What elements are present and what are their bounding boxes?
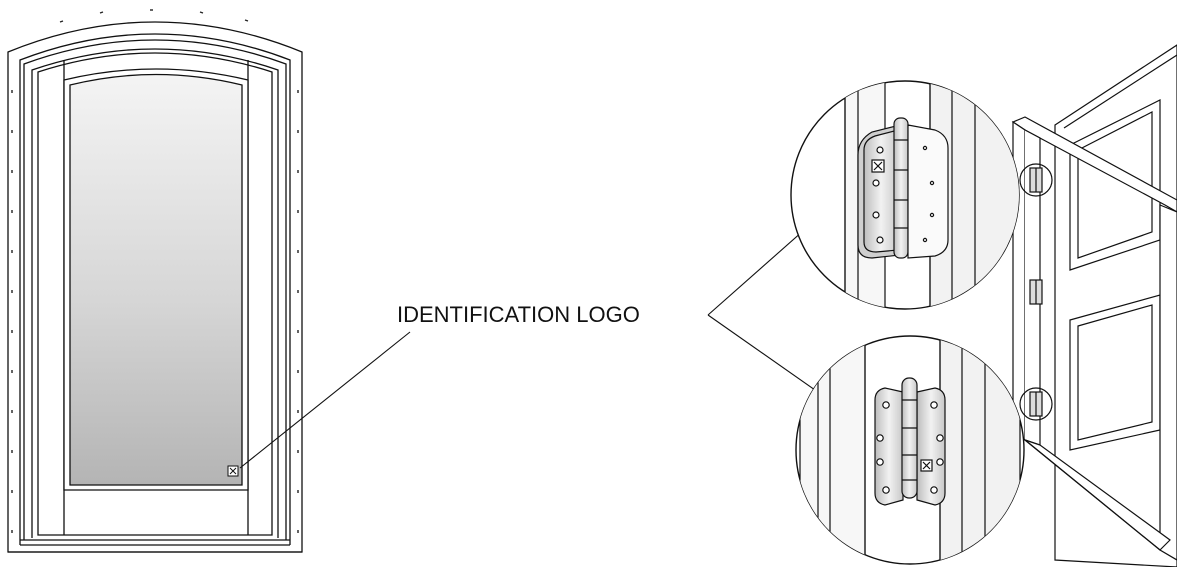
- top-hinge-detail-circle: [790, 80, 1020, 310]
- frame-hinge-top: [1029, 167, 1043, 193]
- door-slab: [37, 52, 273, 536]
- leader-to-glass-logo: [239, 331, 411, 469]
- open-door-hinge-view: [1011, 44, 1177, 568]
- bottom-hinge-detail-circle: [795, 335, 1025, 565]
- door-lower-panel: [1069, 294, 1161, 451]
- frame-hinge-bottom: [1029, 391, 1043, 417]
- arched-door-front-view: [7, 9, 303, 553]
- glass-logo-icon: [227, 465, 239, 477]
- open-door-frame-jamb-right: [1159, 204, 1177, 561]
- identification-logo-label: IDENTIFICATION LOGO: [397, 302, 640, 327]
- bottom-hinge-logo-icon: [920, 459, 933, 472]
- frame-nail-dots: [11, 9, 299, 533]
- top-hinge-logo-icon: [871, 159, 885, 173]
- door-glass: [69, 73, 243, 486]
- frame-hinge-middle: [1029, 279, 1043, 305]
- hinge-highlight-circle-top: [1019, 163, 1053, 197]
- door-frame-inner-line: [19, 33, 291, 545]
- hinge-highlight-circle-bottom: [1019, 387, 1053, 421]
